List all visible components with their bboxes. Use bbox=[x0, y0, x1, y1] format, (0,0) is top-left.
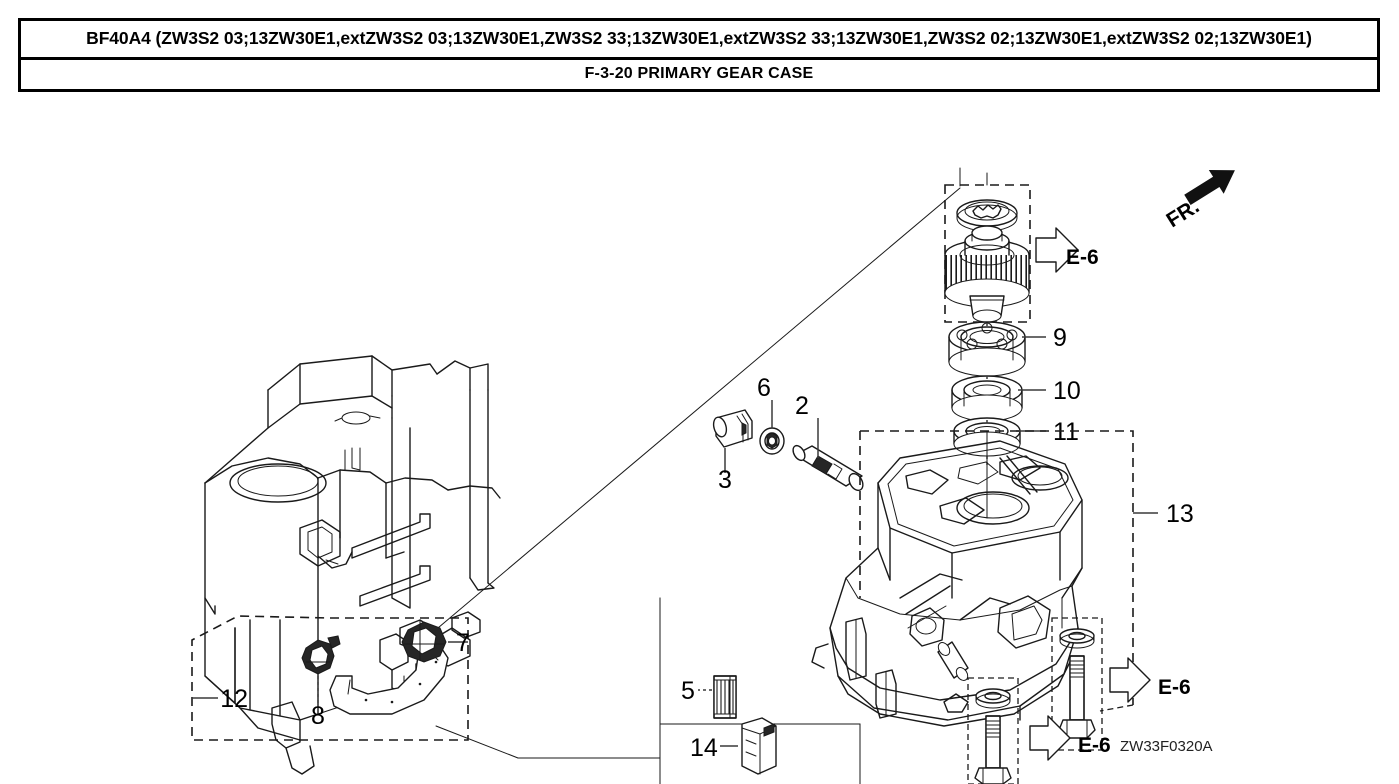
bearing-part-9 bbox=[948, 321, 1026, 377]
canvas-background bbox=[0, 128, 1399, 784]
helical-gear-part bbox=[944, 225, 1030, 323]
callout-number-9: 9 bbox=[1053, 324, 1067, 352]
callout-number-14: 14 bbox=[690, 734, 718, 762]
callout-number-10: 10 bbox=[1053, 377, 1081, 405]
fr-arrow-icon bbox=[1184, 169, 1235, 205]
bearing-part-10 bbox=[951, 375, 1023, 422]
bolt-lower-dashed-box bbox=[967, 677, 1019, 784]
exploded-parts-diagram: .ln { fill:none; stroke:#1a1a1a; stroke-… bbox=[0, 128, 1399, 784]
part-6-washer bbox=[759, 427, 785, 455]
callout-number-6: 6 bbox=[757, 374, 771, 402]
diagram-canvas: .ln { fill:none; stroke:#1a1a1a; stroke-… bbox=[0, 128, 1399, 784]
section-title-box: F-3-20 PRIMARY GEAR CASE bbox=[18, 60, 1380, 93]
clamp-part-7 bbox=[401, 621, 447, 663]
model-title: BF40A4 (ZW3S2 03;13ZW30E1,extZW3S2 03;13… bbox=[86, 28, 1312, 48]
part-5-pin bbox=[713, 675, 737, 719]
callout-number-11: 11 bbox=[1053, 418, 1079, 446]
bolt-assembly-upper: E-6 bbox=[1051, 617, 1191, 751]
callout-13-group: 13 bbox=[1133, 500, 1194, 528]
bottom-small-parts-group: 5 14 bbox=[659, 597, 861, 784]
bolt-assembly-lower: E-6 bbox=[967, 677, 1111, 784]
bearing-callout-leaders: 9 10 11 bbox=[1016, 324, 1081, 446]
bolt-upper-dashed-box bbox=[1051, 617, 1103, 751]
part-3-sleeve bbox=[712, 409, 753, 448]
model-title-box: BF40A4 (ZW3S2 03;13ZW30E1,extZW3S2 03;13… bbox=[18, 18, 1380, 61]
e6-label-bolt-lower: E-6 bbox=[1078, 734, 1111, 757]
part-14-block bbox=[741, 717, 777, 775]
diagram-header: BF40A4 (ZW3S2 03;13ZW30E1,extZW3S2 03;13… bbox=[18, 18, 1380, 93]
e6-label-bolt-upper: E-6 bbox=[1158, 676, 1191, 699]
e6-label-gear: E-6 bbox=[1066, 246, 1099, 269]
hose-assembly-group: 8 7 12 bbox=[191, 615, 470, 741]
callout-number-3: 3 bbox=[718, 466, 732, 494]
callout-number-8: 8 bbox=[311, 702, 325, 730]
callout-number-13: 13 bbox=[1166, 500, 1194, 528]
callout-number-7: 7 bbox=[456, 629, 470, 657]
drawing-code: ZW33F0320A bbox=[1120, 738, 1213, 755]
gear-case-housing-illustration bbox=[811, 430, 1134, 727]
small-parts-group: 3 6 2 bbox=[712, 374, 864, 494]
callout-number-2: 2 bbox=[795, 392, 809, 420]
e6-arrow-gear: E-6 bbox=[1035, 227, 1099, 273]
section-title: F-3-20 PRIMARY GEAR CASE bbox=[584, 65, 814, 83]
callout-number-5: 5 bbox=[681, 677, 695, 705]
callout-number-12: 12 bbox=[220, 685, 248, 713]
spline-collar-part bbox=[956, 199, 1018, 232]
clamp-part-8 bbox=[301, 635, 341, 675]
